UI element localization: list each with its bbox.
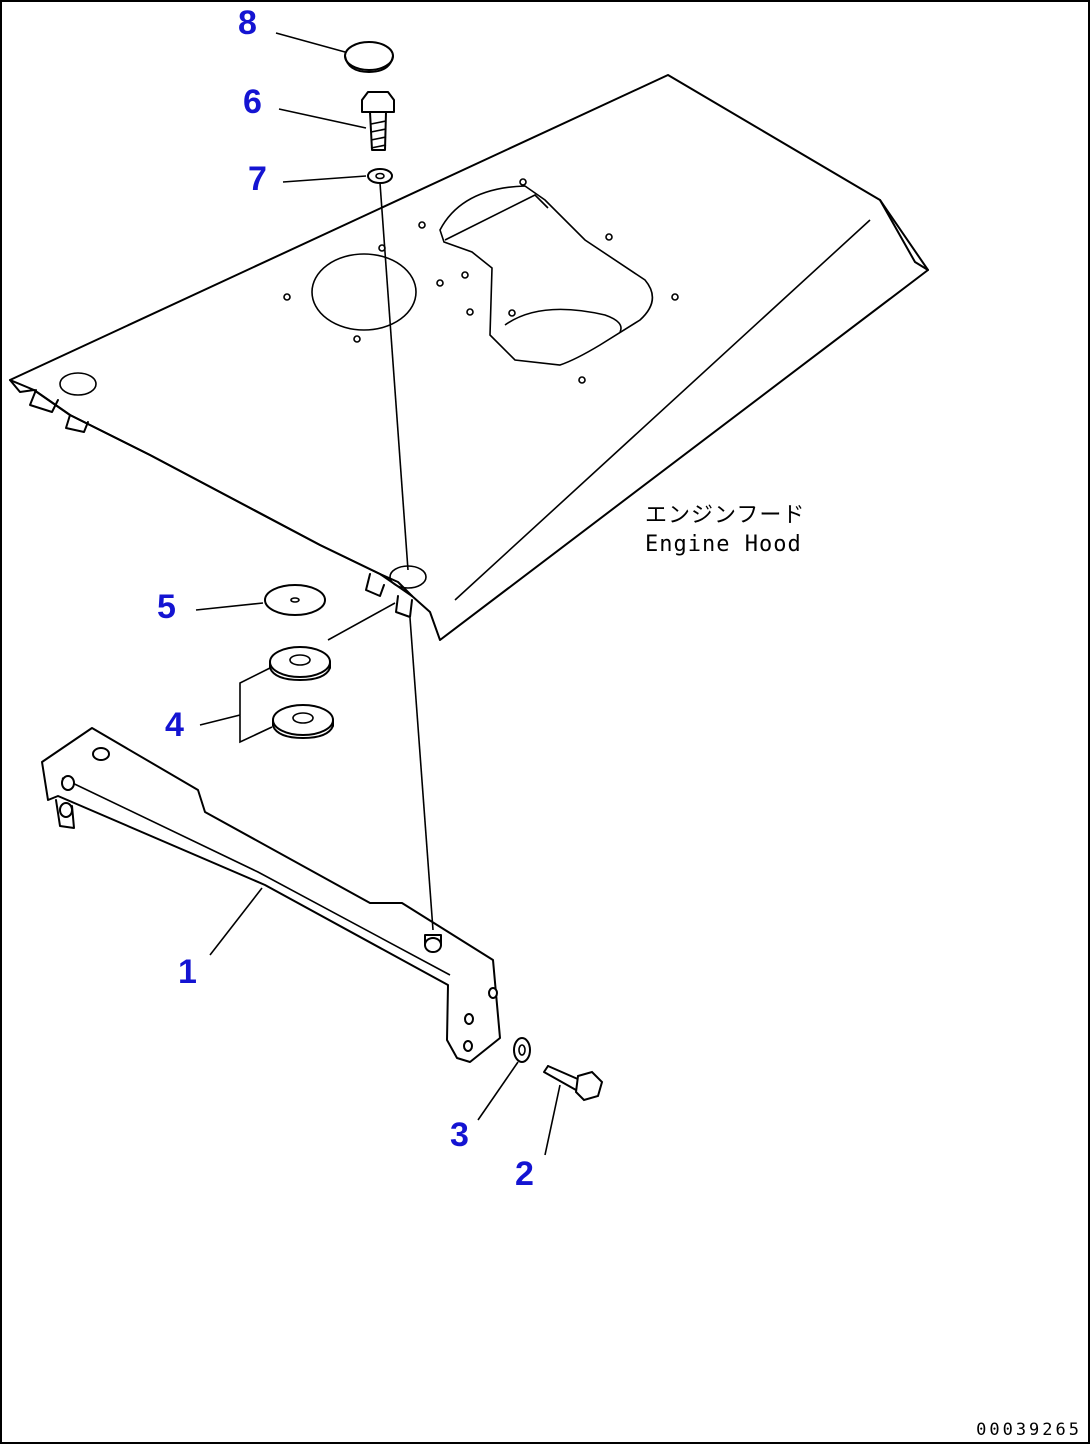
part-washer-5 xyxy=(264,584,326,616)
support-bracket xyxy=(41,727,501,1063)
part-washer-3 xyxy=(513,1037,531,1063)
callout-8: 8 xyxy=(238,4,257,42)
callout-7: 7 xyxy=(248,160,267,198)
callout-3: 3 xyxy=(450,1116,469,1154)
assembly-lines xyxy=(327,182,434,931)
callout-2: 2 xyxy=(515,1155,534,1193)
callout-1: 1 xyxy=(178,953,197,991)
part-bolt-6 xyxy=(361,91,395,151)
part-label-english: Engine Hood xyxy=(645,532,802,557)
part-cap-8 xyxy=(344,41,394,73)
leader-lines xyxy=(195,32,561,1156)
part-washer-7 xyxy=(367,168,393,184)
part-bolt-2 xyxy=(543,1065,604,1102)
callout-5: 5 xyxy=(157,588,176,626)
part-label-japanese: エンジンフード xyxy=(645,503,806,528)
part-washers-4 xyxy=(269,646,334,739)
engine-hood xyxy=(9,74,929,641)
callout-4: 4 xyxy=(165,706,184,744)
drawing-id: 00039265 xyxy=(976,1420,1082,1440)
callout-6: 6 xyxy=(243,83,262,121)
